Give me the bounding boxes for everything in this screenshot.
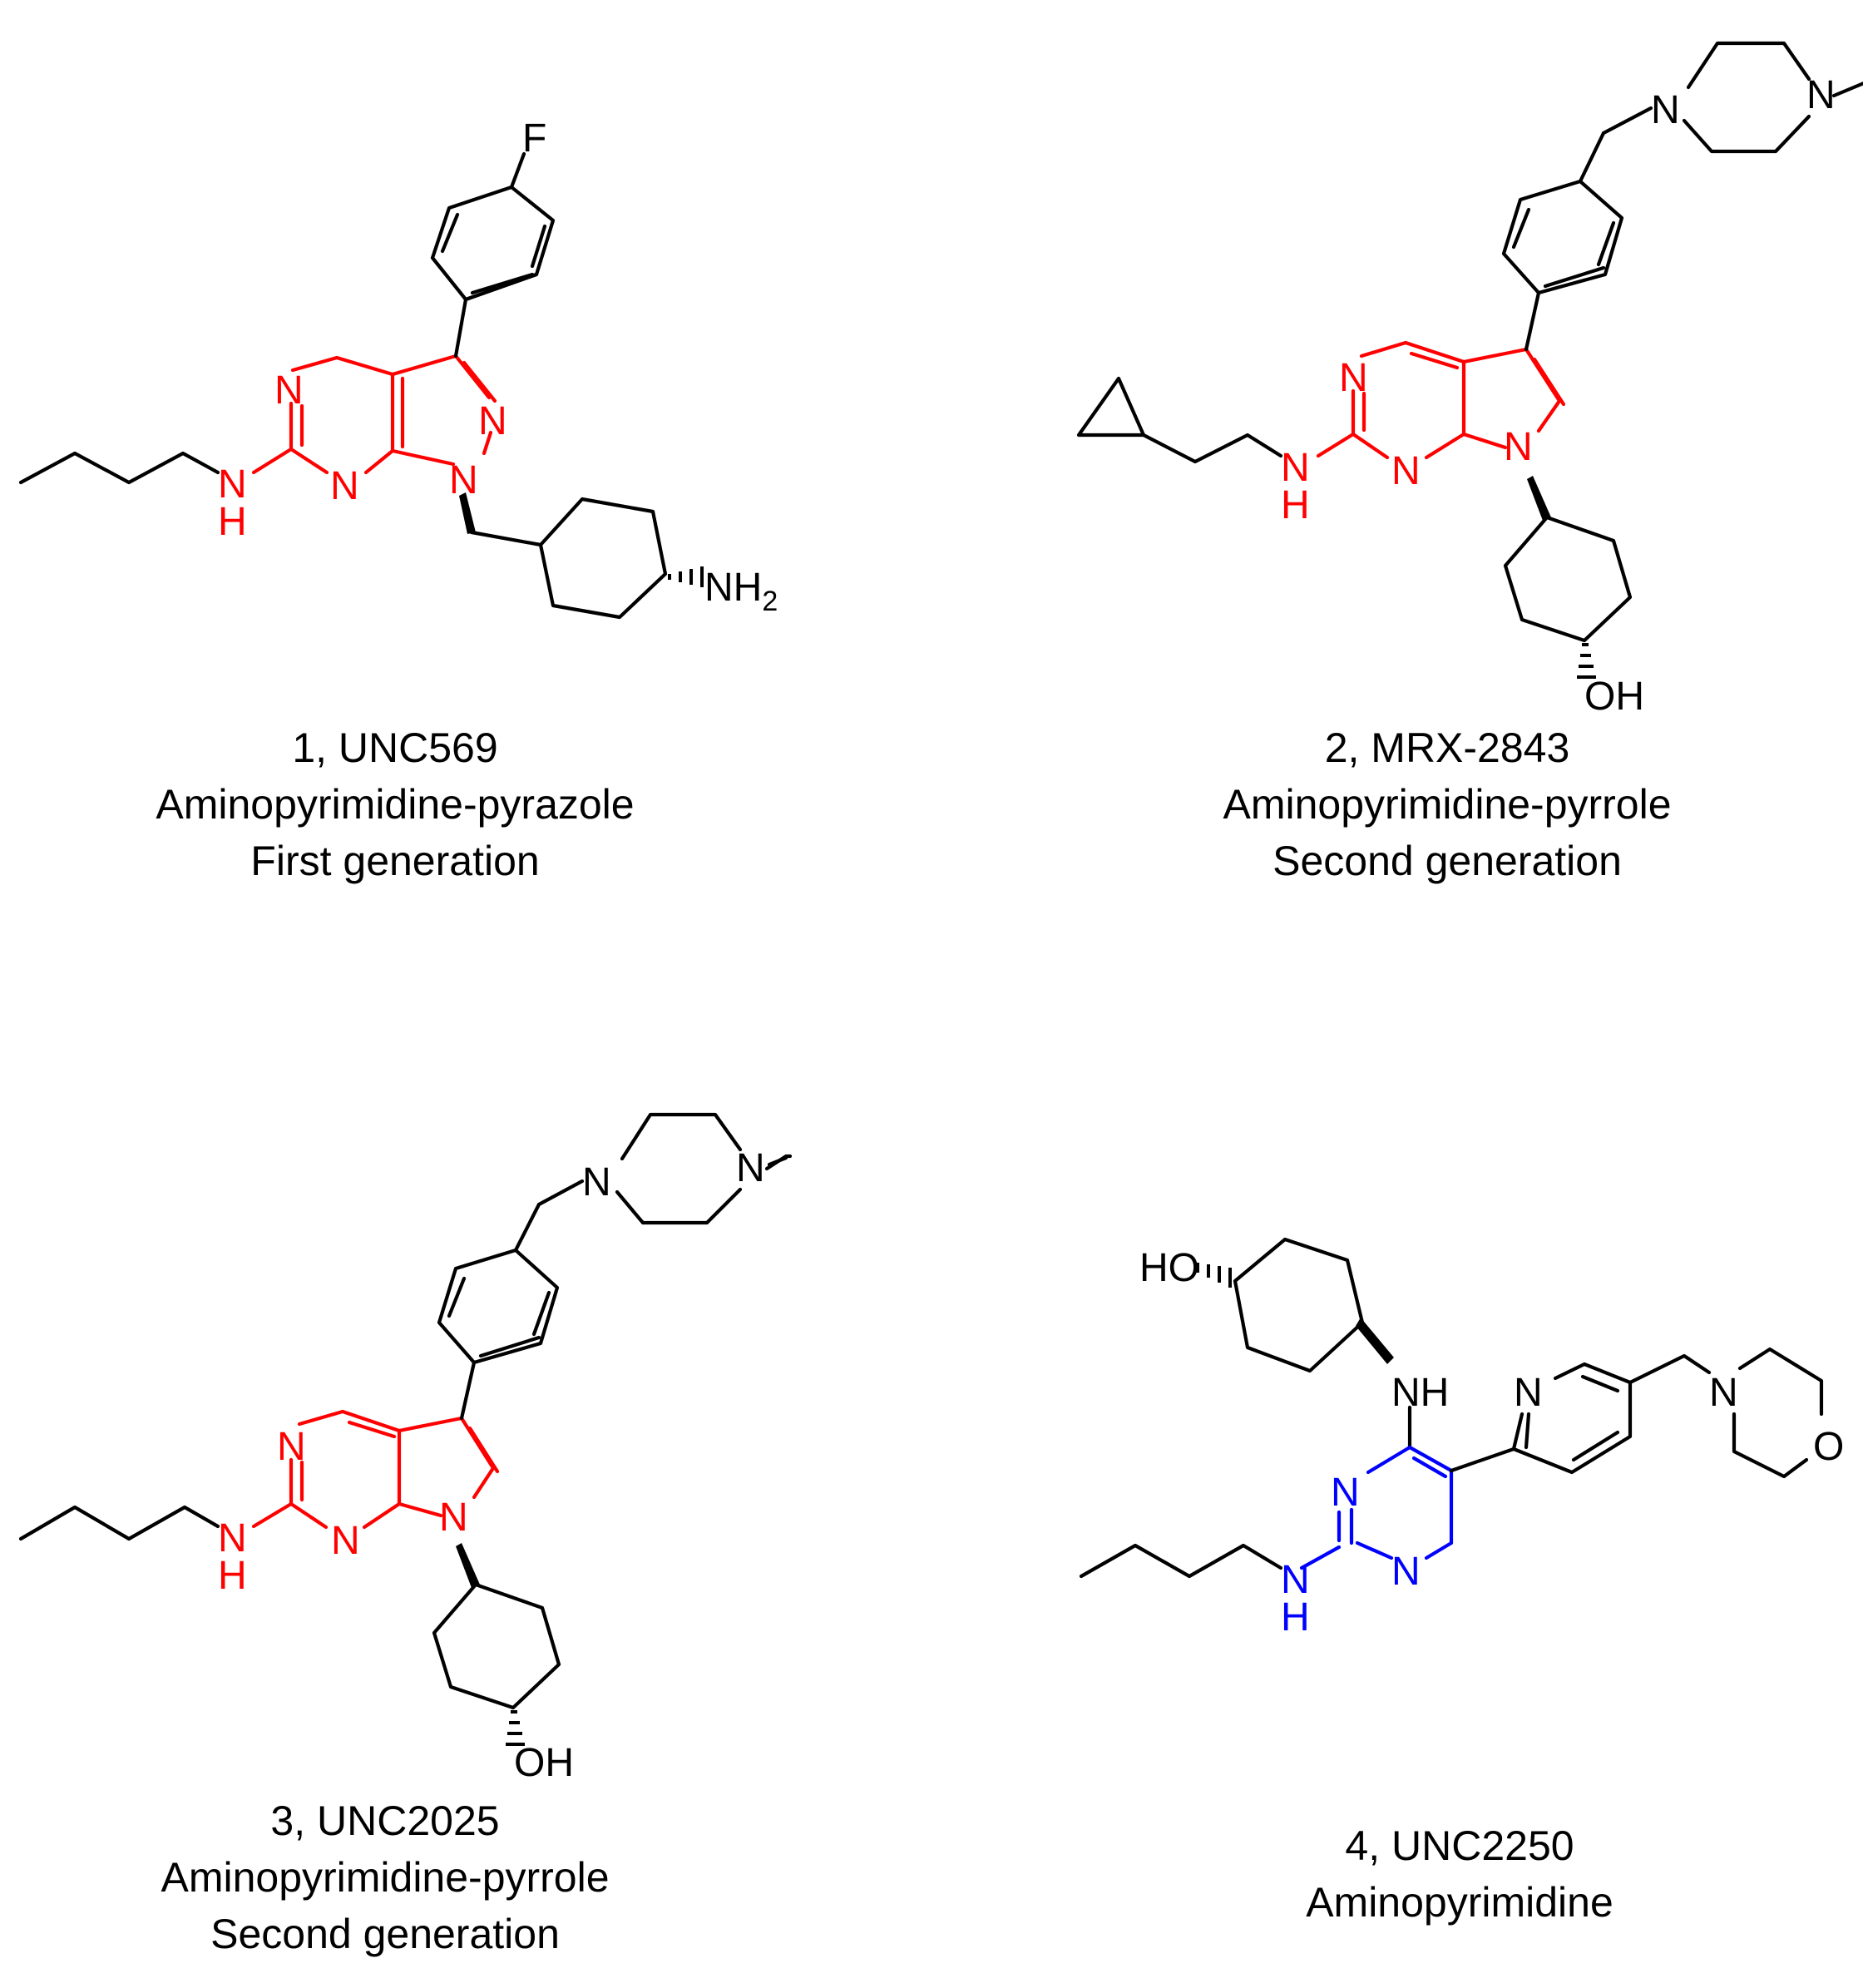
c4-aminopyrimidine-core — [1299, 1445, 1454, 1570]
compound-generation: First generation — [250, 838, 540, 884]
c4-hydroxyl-group: HO — [1139, 1246, 1199, 1290]
c2-piperazine-nitrogen: N — [1806, 73, 1836, 117]
c3-nitrogen-atom: N — [277, 1425, 306, 1469]
c3-methylene-linker — [536, 1179, 585, 1207]
compound-label: 1, UNC569 — [292, 724, 498, 771]
c4-morpholine-ring — [1732, 1347, 1824, 1479]
c4-butyl-chain — [1079, 1543, 1283, 1579]
c4-morpholine-oxygen: O — [1813, 1425, 1844, 1469]
compound-1-caption: 1, UNC569 Aminopyrimidine-pyrazole First… — [62, 720, 728, 889]
c2-amine-nitrogen: N — [1281, 446, 1310, 490]
c2-piperazine-nitrogen: N — [1651, 88, 1680, 132]
c1-nitrogen-atom: N — [449, 458, 478, 502]
c2-cyclopropyl-ring — [1076, 376, 1146, 438]
c2-phenyl-ring — [1501, 131, 1624, 352]
compound-4-structure: HO NH N N O N N N H — [1079, 1237, 1844, 1639]
compound-label: 2, MRX-2843 — [1324, 724, 1570, 771]
c4-nitrogen-atom: N — [1391, 1550, 1421, 1594]
c4-amine-nitrogen: N — [1281, 1558, 1310, 1602]
c3-cyclohexyl-ring — [432, 1582, 561, 1710]
compound-label: 3, UNC2025 — [270, 1798, 500, 1844]
compound-3-caption: 3, UNC2025 Aminopyrimidine-pyrrole Secon… — [52, 1793, 718, 1962]
c4-nitrogen-atom: N — [1331, 1471, 1360, 1515]
c1-fluorophenyl-ring — [430, 151, 556, 359]
compound-2-structure: N N N N N N H OH — [1076, 41, 1863, 719]
c2-hydroxyl-group: OH — [1584, 675, 1644, 719]
c3-pyrrole-nitrogen: N — [439, 1496, 468, 1540]
c1-cyclohexyl-ring — [469, 497, 668, 620]
c4-pyridine-ring — [1449, 1362, 1633, 1475]
compound-scaffold: Aminopyrimidine-pyrrole — [161, 1854, 610, 1901]
c3-methyl-bond — [767, 1155, 788, 1167]
c3-hydroxyl-group: OH — [514, 1741, 574, 1785]
c4-amine-group: NH — [1391, 1371, 1449, 1415]
c3-piperazine-nitrogen: N — [582, 1160, 611, 1204]
c2-nitrogen-atom: N — [1391, 449, 1421, 493]
c4-amine-hydrogen: H — [1281, 1595, 1310, 1639]
c1-amino-group: NH2 — [704, 566, 778, 617]
c4-morpholine-nitrogen: N — [1709, 1371, 1738, 1415]
compound-label: 4, UNC2250 — [1345, 1822, 1574, 1869]
c1-nitrogen-atom: N — [274, 368, 304, 413]
c4-cyclohexyl-ring — [1233, 1237, 1365, 1373]
compound-scaffold: Aminopyrimidine — [1306, 1879, 1613, 1926]
compound-1-structure: F N N N N N H NH2 — [18, 116, 778, 620]
c3-pyrrolopyrimidine-core — [251, 1409, 500, 1530]
compound-4-caption: 4, UNC2250 Aminopyrimidine — [1127, 1817, 1792, 1931]
c1-pyrazolopyrimidine-core — [251, 354, 497, 475]
c1-nitrogen-atom: N — [478, 399, 507, 443]
c2-hashed-bond — [1577, 643, 1596, 679]
c1-amine-nitrogen: N — [218, 462, 247, 507]
c3-phenyl-ring — [437, 1202, 560, 1421]
c2-methylene-linker — [1601, 106, 1653, 136]
c3-wedge-bond — [456, 1543, 480, 1588]
c2-piperazine-ring — [1682, 41, 1863, 154]
c1-fluorophenyl-bonds — [430, 255, 539, 302]
c4-wedge-bond — [1356, 1318, 1394, 1364]
c3-hashed-bond — [506, 1710, 525, 1746]
c1-fluorine-atom: F — [522, 116, 546, 161]
compound-3-structure: N N N N N N H OH — [18, 1112, 793, 1785]
c2-wedge-bond — [1527, 476, 1551, 521]
c2-cyclohexyl-ring — [1503, 515, 1633, 643]
c2-ethyl-linker — [1141, 433, 1283, 464]
c2-pyrrolopyrimidine-core — [1316, 340, 1566, 460]
c2-nitrogen-atom: N — [1339, 356, 1368, 400]
compound-scaffold: Aminopyrimidine-pyrrole — [1223, 781, 1672, 828]
c1-amine-hydrogen: H — [218, 500, 247, 544]
c3-piperazine-nitrogen: N — [736, 1146, 765, 1190]
compound-2-caption: 2, MRX-2843 Aminopyrimidine-pyrrole Seco… — [1114, 720, 1780, 889]
compound-generation: Second generation — [1272, 838, 1622, 884]
c2-amine-hydrogen: H — [1281, 483, 1310, 527]
c1-hashed-bond — [668, 566, 704, 587]
c4-methylene-linker — [1628, 1353, 1712, 1385]
c3-nitrogen-atom: N — [331, 1519, 360, 1563]
compound-generation: Second generation — [210, 1911, 560, 1957]
c3-amine-hydrogen: H — [218, 1554, 247, 1598]
c4-pyridine-inner-bond — [1524, 1412, 1531, 1450]
c4-pyridine-nitrogen: N — [1514, 1371, 1543, 1415]
c2-pyrrole-nitrogen: N — [1504, 425, 1533, 469]
c3-amine-nitrogen: N — [218, 1516, 247, 1560]
c1-butyl-chain — [18, 451, 220, 485]
c1-wedge-bond — [459, 492, 476, 534]
c4-hashed-bond — [1196, 1263, 1232, 1288]
compound-scaffold: Aminopyrimidine-pyrazole — [156, 781, 635, 828]
c1-nitrogen-atom: N — [330, 464, 359, 508]
c3-butyl-chain — [18, 1505, 220, 1541]
